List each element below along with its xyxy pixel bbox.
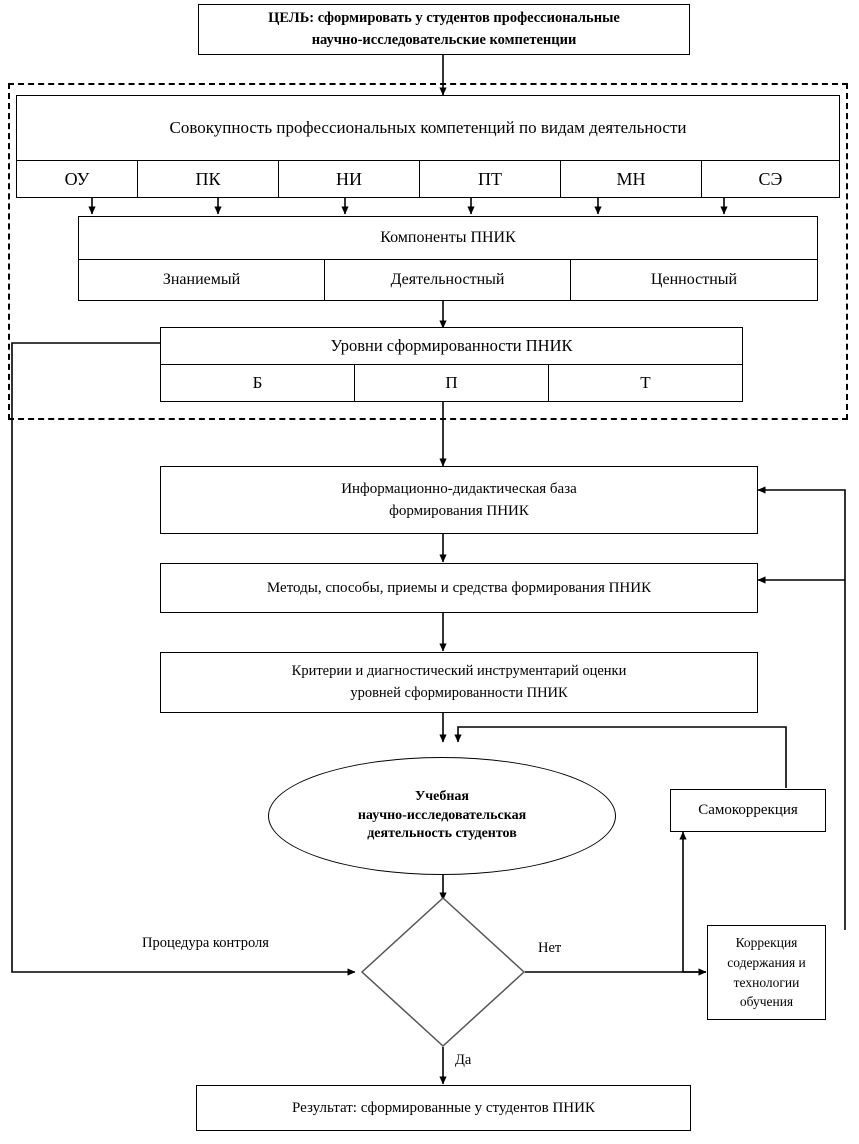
competency-label: МН <box>616 168 646 189</box>
competency-cell-mn[interactable]: МН <box>560 160 702 198</box>
self-correction-box: Самокоррекция <box>670 789 826 832</box>
competency-cell-ni[interactable]: НИ <box>278 160 420 198</box>
criteria-line-2: уровней сформированности ПНИК <box>350 684 568 701</box>
level-label: Б <box>252 373 263 392</box>
info-base-line-1: Информационно-дидактическая база <box>341 480 577 497</box>
edge-correction-to-selfcorrection <box>679 831 706 973</box>
component-cell-deyatelnostnyj[interactable]: Деятельностный <box>324 259 571 301</box>
criteria-line-1: Критерии и диагностический инструментари… <box>291 662 627 679</box>
competency-header-box: Совокупность профессиональных компетенци… <box>16 95 840 161</box>
correction-line-4: обучения <box>739 994 794 1010</box>
edge-correction-to-infobase <box>757 486 846 930</box>
component-cell-znaniemyj[interactable]: Знаниемый <box>78 259 325 301</box>
component-cell-cennostnyj[interactable]: Ценностный <box>570 259 818 301</box>
self-correction-label: Самокоррекция <box>698 802 798 818</box>
theoretical-block-region <box>8 83 848 420</box>
competency-label: ПТ <box>478 168 502 189</box>
competency-cell-ou[interactable]: ОУ <box>16 160 138 198</box>
control-procedure-label: Процедура контроля <box>142 935 269 951</box>
component-label: Деятельностный <box>390 271 505 288</box>
competency-label: ПК <box>195 168 221 189</box>
level-cell-t[interactable]: Т <box>548 364 743 402</box>
criteria-box: Критерии и диагностический инструментари… <box>160 652 758 713</box>
competency-label: СЭ <box>758 168 783 189</box>
competency-cell-pt[interactable]: ПТ <box>419 160 561 198</box>
result-box: Результат: сформированные у студентов ПН… <box>196 1085 691 1131</box>
component-label: Ценностный <box>650 271 738 288</box>
level-label: Т <box>640 373 651 392</box>
level-cell-b[interactable]: Б <box>160 364 355 402</box>
level-label: П <box>445 373 458 392</box>
correction-box: Коррекция содержания и технологии обучен… <box>707 925 826 1020</box>
components-header-label: Компоненты ПНИК <box>380 229 516 246</box>
goal-box: ЦЕЛЬ: сформировать у студентов профессио… <box>198 4 690 55</box>
goal-line-1: ЦЕЛЬ: сформировать у студентов профессио… <box>268 10 620 27</box>
competency-cell-pk[interactable]: ПК <box>137 160 279 198</box>
competency-label: ОУ <box>64 168 90 189</box>
component-label: Знаниемый <box>162 271 241 288</box>
competency-header-label: Совокупность профессиональных компетенци… <box>169 118 687 137</box>
competency-label: НИ <box>336 168 362 189</box>
yes-label: Да <box>455 1052 472 1068</box>
activity-line-3: деятельность студентов <box>367 826 517 842</box>
goal-line-2: научно-исследовательские компетенции <box>311 31 577 48</box>
info-base-line-2: формирования ПНИК <box>389 503 529 519</box>
level-cell-p[interactable]: П <box>354 364 549 402</box>
activity-line-1: Учебная <box>414 788 470 804</box>
activity-ellipse: Учебная научно-исследовательская деятель… <box>268 757 616 875</box>
correction-line-3: технологии <box>733 974 800 990</box>
result-label: Результат: сформированные у студентов ПН… <box>292 1099 595 1116</box>
levels-header-label: Уровни сформированности ПНИК <box>330 336 573 355</box>
correction-line-1: Коррекция <box>735 935 798 951</box>
edge-levels-loop-to-decision <box>11 342 356 976</box>
competency-cell-se[interactable]: СЭ <box>701 160 840 198</box>
no-label: Нет <box>538 940 562 956</box>
edge-selfcorrection-to-activity <box>454 726 787 788</box>
info-base-box: Информационно-дидактическая база формиро… <box>160 466 758 534</box>
methods-box: Методы, способы, приемы и средства форми… <box>160 563 758 613</box>
correction-line-2: содержания и <box>727 954 806 970</box>
levels-header-box: Уровни сформированности ПНИК <box>160 327 743 365</box>
activity-line-2: научно-исследовательская <box>357 807 527 823</box>
components-header-box: Компоненты ПНИК <box>78 216 818 260</box>
methods-label: Методы, способы, приемы и средства форми… <box>266 579 652 596</box>
